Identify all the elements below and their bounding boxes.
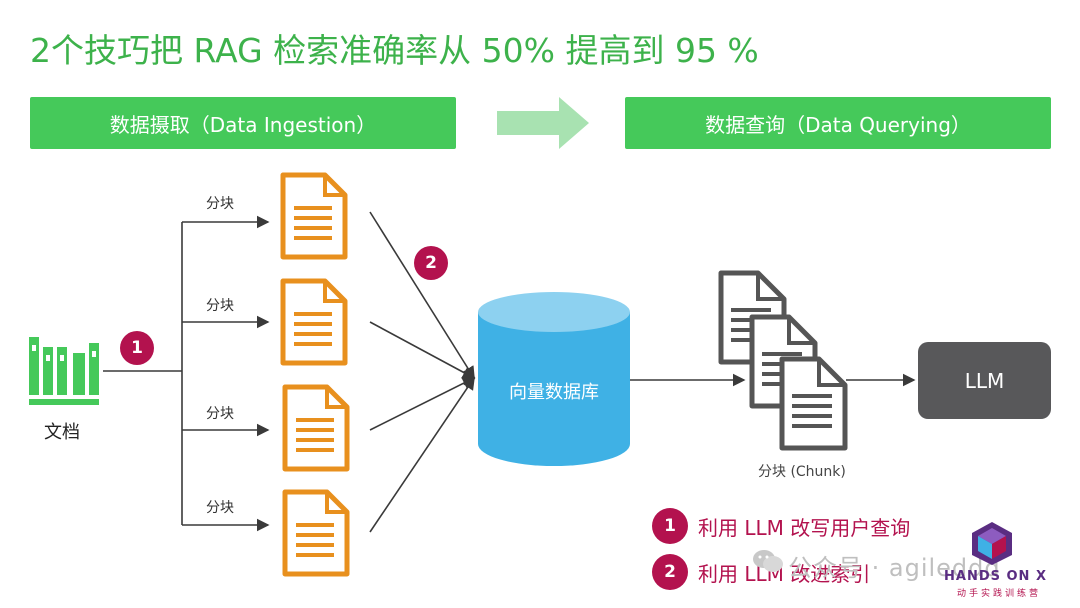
chunk1-to-db-line (369, 211, 475, 380)
chunk2-to-db-line (369, 321, 476, 379)
chunk-label: 分块 (206, 500, 234, 516)
legend-item-2: 2 利用 LLM 改进索引 (652, 554, 870, 590)
legend-text: 利用 LLM 改写用户查询 (698, 515, 911, 540)
chunk-group-label: 分块 (Chunk) (758, 464, 846, 480)
legend-item-1: 1 利用 LLM 改写用户查询 (652, 508, 910, 544)
llm-box: LLM (918, 342, 1051, 419)
document-icon (280, 278, 348, 366)
retrieved-chunks-icon (718, 270, 848, 451)
vector-db-label: 向量数据库 (509, 382, 599, 403)
database-icon (478, 292, 630, 466)
doc-label: 文档 (44, 422, 80, 443)
header-data-querying: 数据查询（Data Querying） (625, 97, 1051, 149)
phase-arrow-icon (497, 97, 589, 149)
chunk-label: 分块 (206, 196, 234, 212)
header-data-ingestion: 数据摄取（Data Ingestion） (30, 97, 456, 149)
chunk-label: 分块 (206, 298, 234, 314)
legend-badge: 2 (652, 554, 688, 590)
page-title: 2个技巧把 RAG 检索准确率从 50% 提高到 95 % (30, 31, 759, 70)
hands-on-x-logo-icon (972, 522, 1012, 565)
chunk4-to-db-line (369, 376, 475, 533)
step1-badge: 1 (120, 331, 154, 365)
wechat-icon (753, 550, 783, 572)
watermark-text: 公众号 · agileddd (788, 554, 1001, 582)
document-icon (282, 489, 350, 577)
books-icon (29, 337, 99, 405)
legend-text: 利用 LLM 改进索引 (698, 561, 871, 586)
chunk-label: 分块 (206, 406, 234, 422)
chunk3-to-db-line (369, 377, 476, 431)
logo-subtext: 动手实践训练营 (957, 589, 1042, 599)
legend-badge: 1 (652, 508, 688, 544)
logo-text: HANDS ON X (944, 569, 1047, 584)
step2-badge: 2 (414, 246, 448, 280)
document-icon (280, 172, 348, 260)
document-icon (282, 384, 350, 472)
